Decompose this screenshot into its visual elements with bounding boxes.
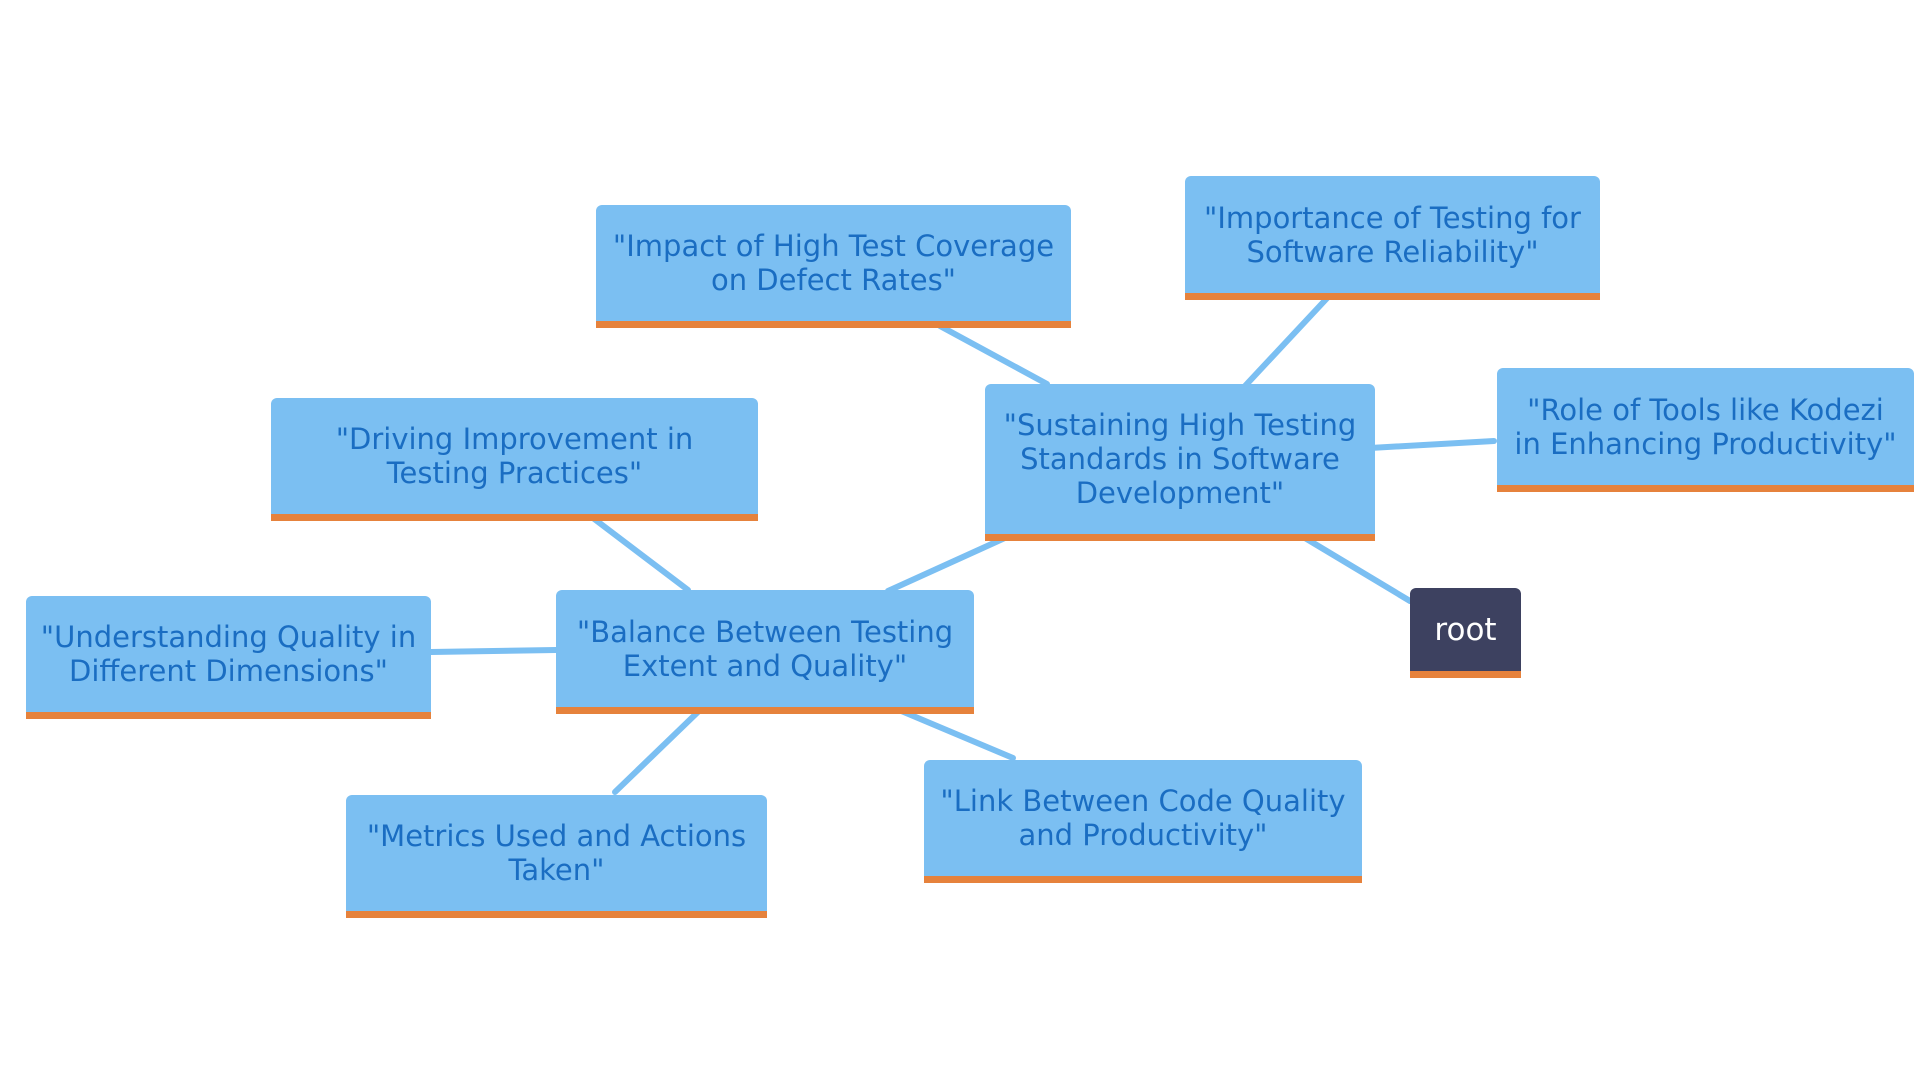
node-label: "Role of Tools like Kodezi in Enhancing …	[1514, 392, 1897, 461]
node-label: "Importance of Testing for Software Reli…	[1204, 200, 1581, 269]
node-understanding-quality: "Understanding Quality in Different Dime…	[26, 596, 431, 719]
edge-balance-metrics	[612, 707, 703, 795]
edge-sustaining-impact	[937, 323, 1050, 387]
edge-sustaining-importance	[1242, 292, 1333, 389]
node-driving-improvement: "Driving Improvement in Testing Practice…	[271, 398, 758, 521]
node-label: "Understanding Quality in Different Dime…	[40, 620, 417, 688]
node-label: "Balance Between Testing Extent and Qual…	[576, 614, 954, 683]
node-label: "Sustaining High Testing Standards in So…	[1003, 408, 1357, 510]
node-balance-between-testing: "Balance Between Testing Extent and Qual…	[556, 590, 974, 714]
node-metrics-used: "Metrics Used and Actions Taken"	[346, 795, 767, 918]
node-impact-of-test-coverage: "Impact of High Test Coverage on Defect …	[596, 205, 1071, 328]
edge-sustaining-root	[1302, 535, 1413, 604]
node-root: root	[1410, 588, 1521, 678]
edge-balance-driving	[590, 515, 691, 593]
node-label: "Link Between Code Quality and Productiv…	[940, 784, 1346, 852]
edge-sustaining-balance	[885, 534, 1010, 594]
node-label: "Driving Improvement in Testing Practice…	[335, 422, 694, 490]
node-sustaining-high-testing-standards: "Sustaining High Testing Standards in So…	[985, 384, 1375, 541]
edge-balance-understanding	[428, 647, 559, 655]
node-label: "Impact of High Test Coverage on Defect …	[612, 229, 1055, 297]
edge-balance-link	[896, 707, 1016, 761]
node-importance-of-testing: "Importance of Testing for Software Reli…	[1185, 176, 1600, 300]
node-role-of-tools: "Role of Tools like Kodezi in Enhancing …	[1497, 368, 1914, 492]
node-label: "Metrics Used and Actions Taken"	[366, 819, 747, 887]
node-link-code-quality: "Link Between Code Quality and Productiv…	[924, 760, 1362, 883]
node-label: root	[1434, 611, 1497, 648]
edge-sustaining-role-tools	[1367, 438, 1497, 451]
